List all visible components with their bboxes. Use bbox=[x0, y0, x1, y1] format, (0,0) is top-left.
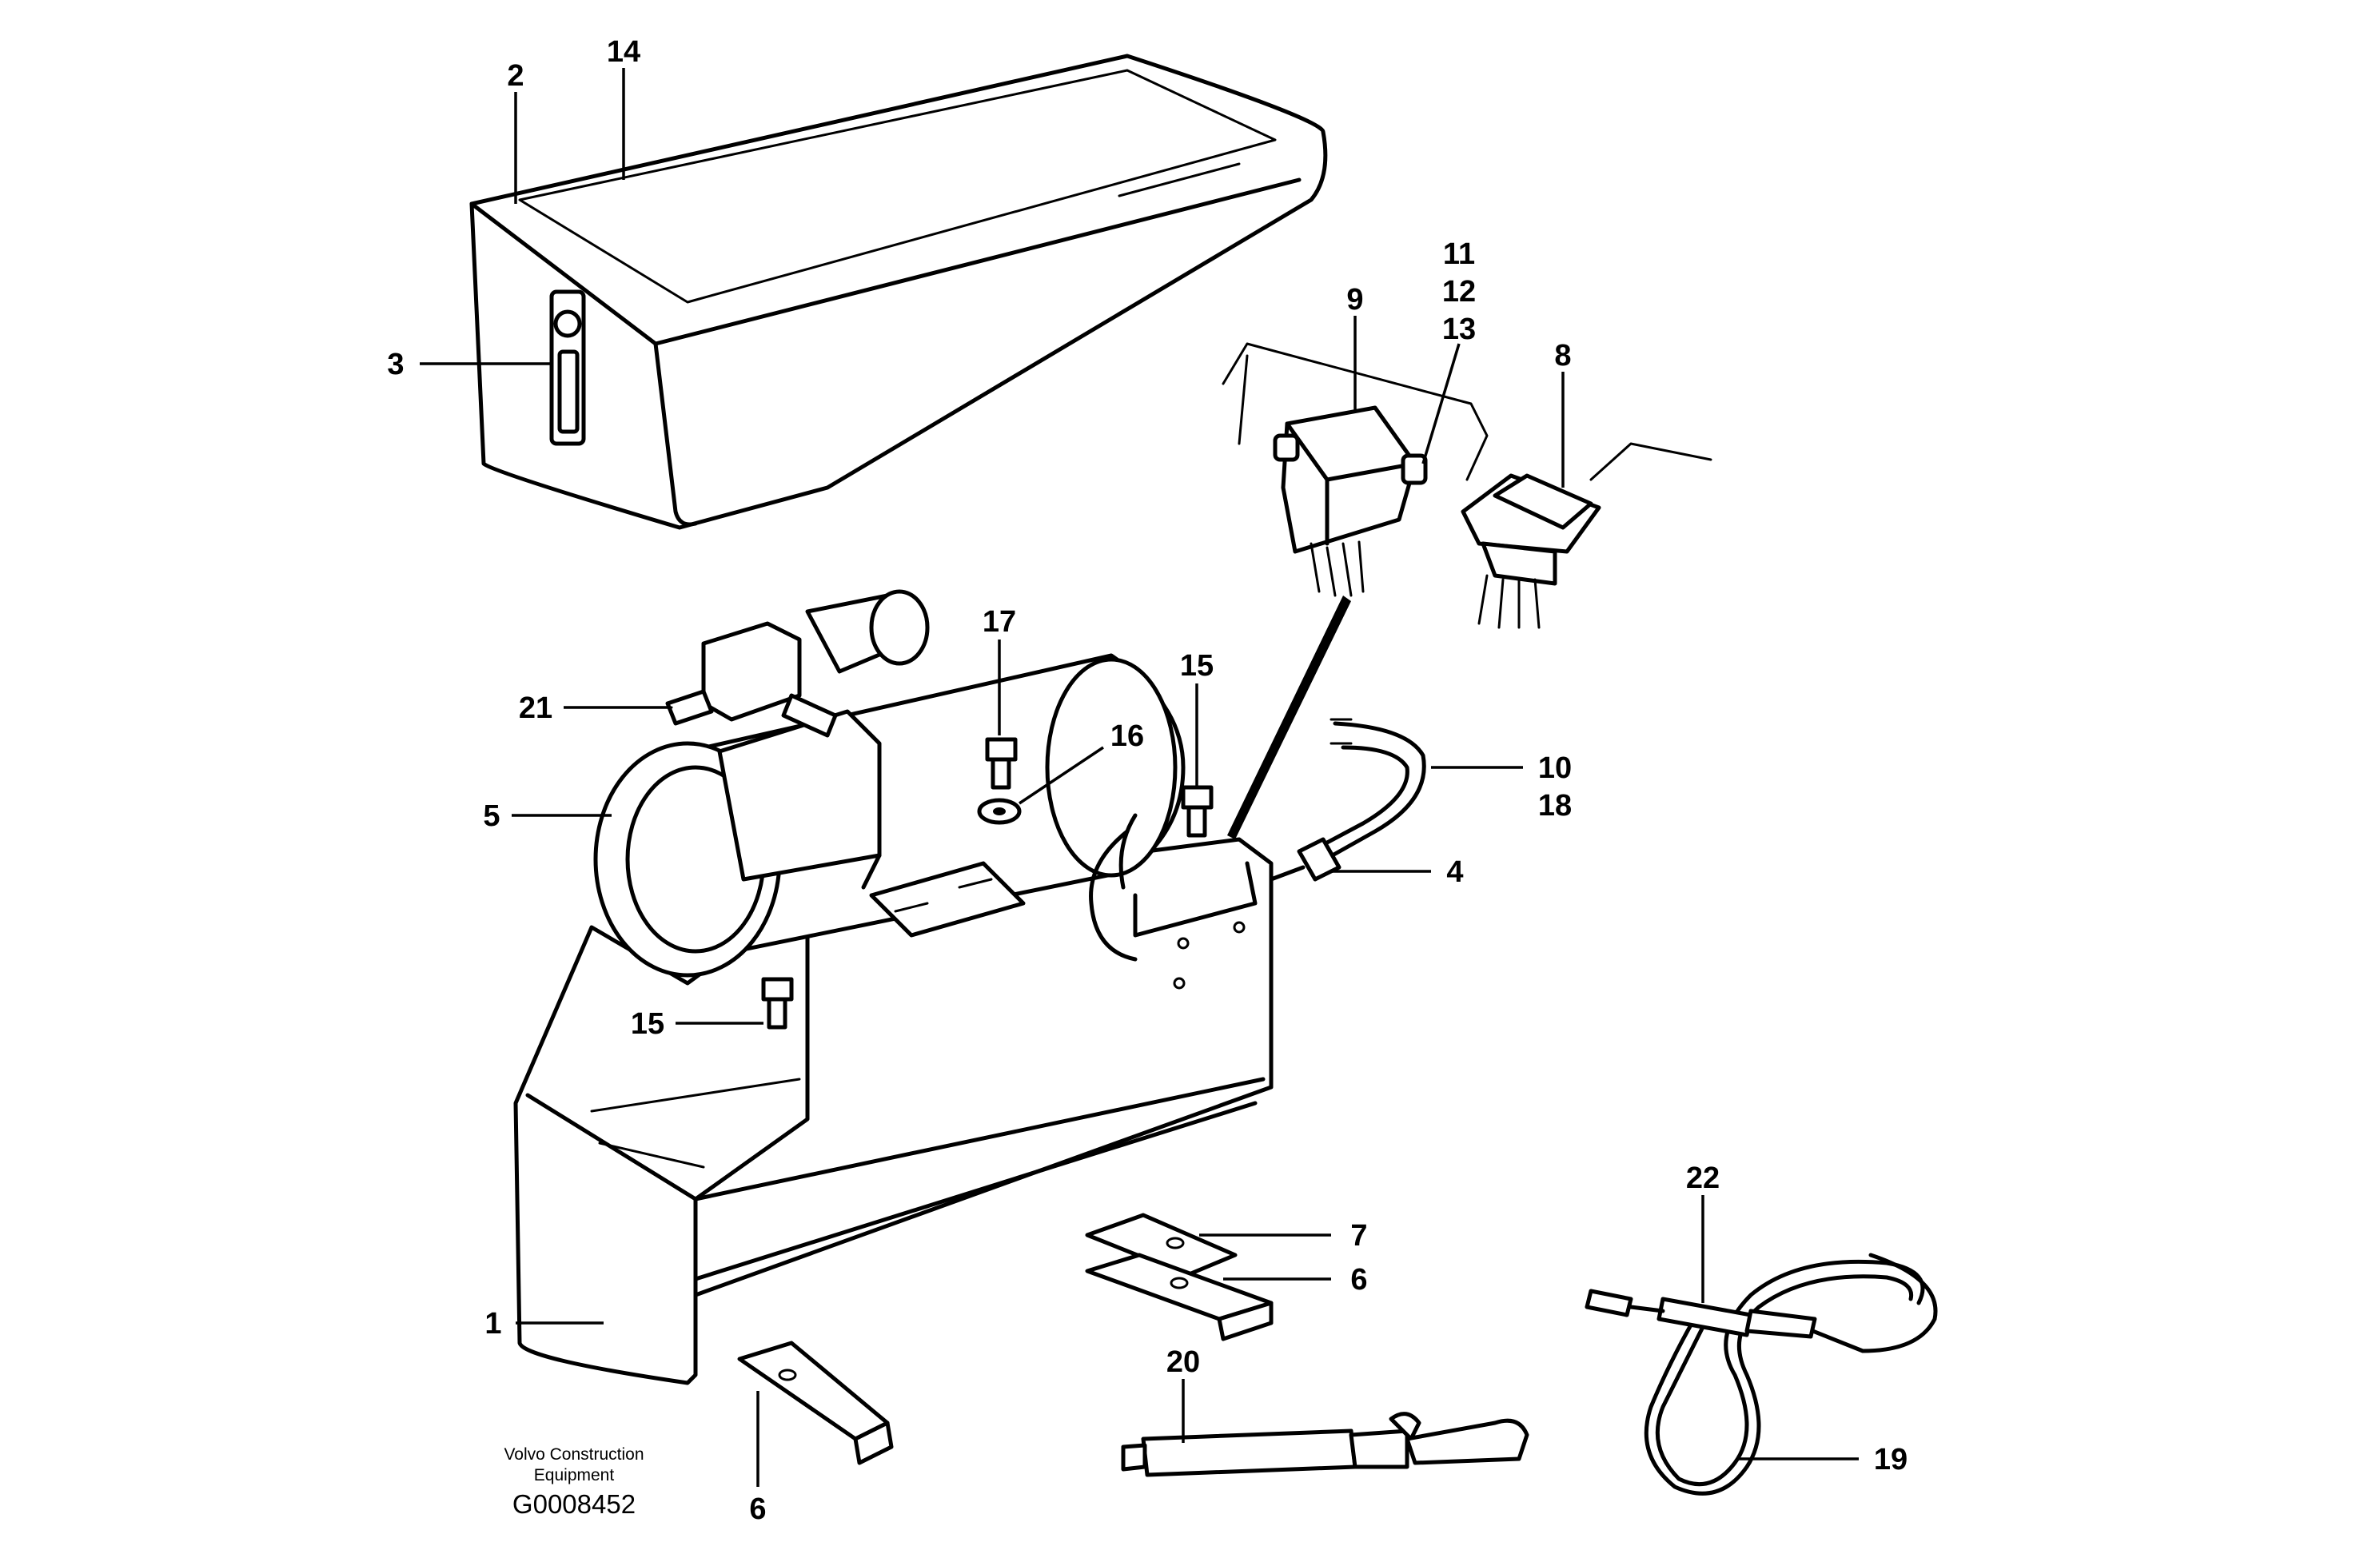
callout-10: 10 bbox=[1538, 751, 1572, 785]
callout-12: 12 bbox=[1442, 275, 1476, 309]
bolt-17-icon bbox=[985, 737, 1018, 790]
callout-6-bottom: 6 bbox=[749, 1492, 766, 1526]
callout-15-upper: 15 bbox=[1180, 649, 1214, 683]
callout-19: 19 bbox=[1874, 1443, 1908, 1476]
callout-22: 22 bbox=[1686, 1162, 1720, 1195]
caption: Volvo Construction Equipment G0008452 bbox=[504, 1445, 644, 1519]
callout-4: 4 bbox=[1446, 855, 1463, 889]
callout-3: 3 bbox=[387, 348, 404, 381]
callout-17: 17 bbox=[983, 605, 1016, 639]
air-hose bbox=[1585, 1253, 1938, 1496]
callout-21: 21 bbox=[519, 691, 552, 725]
callout-labels: 2 14 3 11 12 13 9 8 17 16 15 21 5 10 18 … bbox=[387, 35, 1908, 1526]
drawing-code: G0008452 bbox=[512, 1489, 636, 1519]
tyre-inflator bbox=[1121, 1412, 1529, 1477]
callout-14: 14 bbox=[607, 35, 640, 69]
callout-2: 2 bbox=[507, 59, 524, 93]
callout-6-right: 6 bbox=[1350, 1263, 1367, 1297]
bolt-15-upper-icon bbox=[1181, 785, 1214, 838]
callout-18: 18 bbox=[1538, 789, 1572, 823]
switch-assembly bbox=[1222, 342, 1712, 839]
caption-line-1: Volvo Construction bbox=[504, 1445, 644, 1464]
compressor bbox=[593, 589, 1214, 1030]
bolt-15-lower-icon bbox=[761, 977, 794, 1030]
callout-20: 20 bbox=[1166, 1345, 1200, 1379]
caption-line-2: Equipment bbox=[534, 1466, 615, 1484]
washer-16-icon bbox=[977, 798, 1022, 825]
callout-9: 9 bbox=[1346, 283, 1363, 317]
callout-7: 7 bbox=[1350, 1219, 1367, 1253]
cover-lid bbox=[469, 54, 1328, 530]
callout-1: 1 bbox=[484, 1307, 501, 1341]
callout-13: 13 bbox=[1442, 313, 1476, 346]
callout-16: 16 bbox=[1110, 719, 1144, 753]
callout-8: 8 bbox=[1554, 339, 1571, 373]
callout-5: 5 bbox=[483, 799, 500, 833]
callout-15-lower: 15 bbox=[631, 1007, 664, 1041]
callout-leaders bbox=[420, 68, 1859, 1487]
callout-11: 11 bbox=[1443, 237, 1475, 271]
hose-assembly bbox=[1269, 718, 1426, 882]
